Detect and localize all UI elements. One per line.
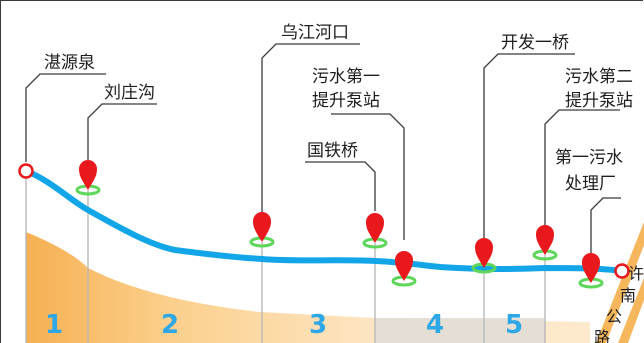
terrain-area: [26, 232, 590, 343]
label-source: 湛源泉: [44, 53, 95, 73]
marker-plant[interactable]: [578, 253, 604, 289]
label-kaifa: 开发一桥: [501, 33, 569, 53]
terrain-grey-band: [375, 318, 545, 343]
label-station1-line2: 提升泵站: [312, 91, 380, 111]
marker-wujiang[interactable]: [249, 212, 275, 248]
marker-liuzhuang[interactable]: [75, 160, 101, 196]
label-station2-line1: 污水第二: [565, 67, 633, 87]
label-guotie: 国铁桥: [307, 141, 358, 161]
river-line: [23, 168, 625, 274]
label-station2-line2: 提升泵站: [565, 91, 633, 111]
label-wujiang: 乌江河口: [281, 23, 349, 43]
source-point: [18, 163, 34, 179]
label-station1-line1: 污水第一: [312, 67, 380, 87]
segment-2: 2: [161, 310, 179, 340]
end-point: [614, 263, 630, 279]
label-plant-line2: 处理厂: [565, 174, 616, 194]
segment-3: 3: [309, 310, 327, 340]
road-char-3: 公: [606, 307, 622, 326]
segment-5: 5: [505, 310, 523, 340]
road-char-4: 路: [594, 328, 610, 343]
road-stripes: [596, 222, 644, 343]
road-char-1: 许: [628, 264, 644, 283]
marker-station2[interactable]: [532, 225, 558, 261]
label-liuzhuang: 刘庄沟: [104, 83, 155, 103]
marker-station1[interactable]: [391, 251, 417, 287]
marker-guotie[interactable]: [362, 213, 388, 249]
segment-1: 1: [45, 310, 63, 340]
segment-4: 4: [426, 310, 444, 340]
road-char-2: 南: [620, 286, 636, 305]
marker-kaifa[interactable]: [471, 238, 497, 274]
label-plant-line1: 第一污水: [555, 148, 623, 168]
leader-lines: [25, 43, 621, 253]
